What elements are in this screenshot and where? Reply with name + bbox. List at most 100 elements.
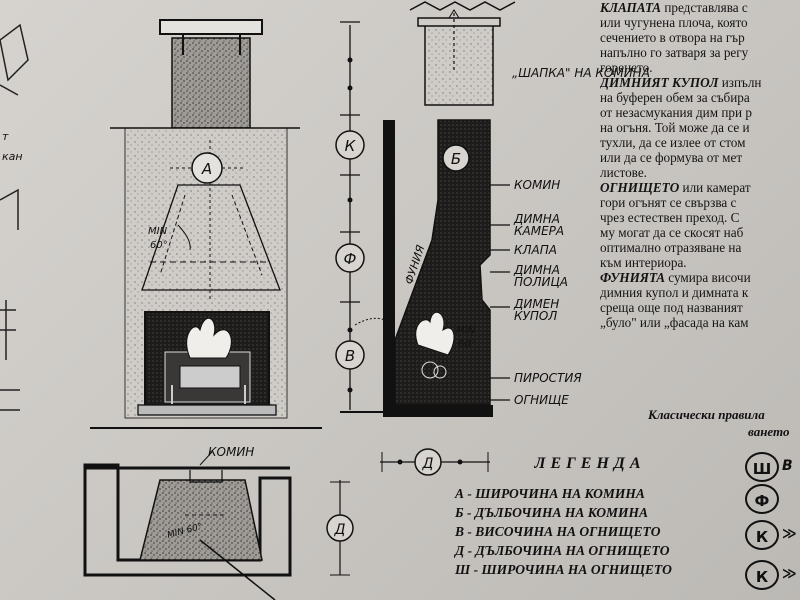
margin-letter: кан	[2, 150, 23, 163]
term-heading: КЛАПАТА	[600, 0, 662, 15]
legend-item: Б - ДЪЛБОЧИНА НА КОМИНА	[455, 505, 745, 524]
dimension-circle-f	[335, 243, 365, 273]
classic-line-2: ването	[748, 424, 790, 439]
label-firedog: ПИРОСТИЯ	[514, 371, 582, 385]
body-text-line: „було" или „фасада на кам	[600, 315, 800, 330]
body-text: сумира височи	[665, 270, 751, 285]
dimension-letter-a: А	[201, 160, 212, 178]
body-text-line: или чугунена плоча, която	[600, 15, 800, 30]
label-smoke-dome: ДИМЕН КУПОЛ	[514, 297, 560, 323]
chimney-cap-label: „ШАПКА" НА КОМИНА	[512, 66, 650, 80]
legend-item: Д - ДЪЛБОЧИНА НА ОГНИЩЕТО	[455, 543, 745, 562]
classic-rules-heading: Класически правила ването	[648, 406, 800, 440]
symbol-circle: К	[745, 560, 779, 590]
legend-item: В - ВИСОЧИНА НА ОГНИЩЕТО	[455, 524, 745, 543]
body-text: листове.	[600, 165, 647, 180]
dimension-circle-k	[335, 130, 365, 160]
dimension-letter-d: Д	[334, 522, 346, 538]
legend-key: Б	[455, 505, 464, 520]
plan-label-chimney: КОМИН	[208, 445, 255, 459]
legend-item: Ш - ШИРОЧИНА НА ОГНИЩЕТО	[455, 562, 745, 581]
body-text: среща още под названият	[600, 300, 743, 315]
label-smoke-chamber: ДИМНА КАМЕРА	[514, 212, 565, 238]
body-text: на огъня. Той може да се и	[600, 120, 750, 135]
body-text-line: тухли, да се излее от стом	[600, 135, 800, 150]
symbol-circle: Ф	[745, 484, 779, 514]
body-text: на буферен обем за събира	[600, 90, 750, 105]
body-text-line: на огъня. Той може да се и	[600, 120, 800, 135]
legend-item: А - ШИРОЧИНА НА КОМИНА	[455, 486, 745, 505]
dimension-letter-v: В	[345, 347, 355, 365]
legend-key: Д	[455, 543, 465, 558]
body-text-line: ДИМНИЯТ КУПОЛ изпълн	[600, 75, 800, 90]
body-text: тухли, да се излее от стом	[600, 135, 746, 150]
body-text: „було" или „фасада на кам	[600, 315, 749, 330]
body-text-line: гори огънят се свързва с	[600, 195, 800, 210]
side-section	[340, 1, 516, 417]
body-text-line: напълно го затваря за регу	[600, 45, 800, 60]
legend-text: - ДЪЛБОЧИНА НА КОМИНА	[463, 505, 649, 520]
term-heading: ФУНИЯТА	[600, 270, 665, 285]
front-elevation	[90, 19, 322, 429]
legend-text: - ВИСОЧИНА НА ОГНИЩЕТО	[464, 524, 661, 539]
body-text-line: горенето.	[600, 60, 800, 75]
legend-key: В	[455, 524, 465, 539]
body-text: напълно го затваря за регу	[600, 45, 749, 60]
body-text: гори огънят се свързва с	[600, 195, 737, 210]
body-text: или камерат	[679, 180, 751, 195]
dimension-letter-f: Ф	[344, 250, 357, 268]
symbol-circle: Ш	[745, 452, 779, 482]
body-text: към интериора.	[600, 255, 687, 270]
body-text: от незасмукания дим при р	[600, 105, 752, 120]
body-text: представлява с	[661, 0, 748, 15]
body-text-line: оптимално отразяване на	[600, 240, 800, 255]
legend-text: - ШИРОЧИНА НА КОМИНА	[464, 486, 645, 501]
body-text-line: на буферен обем за събира	[600, 90, 800, 105]
label-damper: КЛАПА	[514, 243, 557, 257]
dimension-letter-d-side: Д	[422, 456, 434, 472]
body-text-line: среща още под названият	[600, 300, 800, 315]
body-text-line: от незасмукания дим при р	[600, 105, 800, 120]
term-heading: ОГНИЩЕТО	[600, 180, 680, 195]
body-text: димния купол и димната к	[600, 285, 749, 300]
label-chimney: КОМИН	[514, 178, 561, 192]
left-margin-fragment	[0, 23, 29, 411]
term-heading: ДИМНИЯТ КУПОЛ	[600, 75, 719, 90]
body-text: горенето.	[600, 60, 653, 75]
body-text: чрез естествен преход. С	[600, 210, 740, 225]
body-text-line: чрез естествен преход. С	[600, 210, 800, 225]
body-text: изпълн	[718, 75, 762, 90]
body-text: или чугунена плоча, която	[600, 15, 748, 30]
legend-text: - ШИРОЧИНА НА ОГНИЩЕТО	[470, 562, 672, 577]
body-text-line: ОГНИЩЕТО или камерат	[600, 180, 800, 195]
label-hearth: ОГНИЩЕ	[514, 393, 569, 407]
body-text-line: КЛАПАТА представлява с	[600, 0, 800, 15]
body-text-line: листове.	[600, 165, 800, 180]
body-text-line: му могат да се скосят наб	[600, 225, 800, 240]
margin-letter: т	[2, 130, 9, 143]
body-text: оптимално отразяване на	[600, 240, 742, 255]
legend-key: А	[455, 486, 465, 501]
body-text-line: към интериора.	[600, 255, 800, 270]
body-text: сечението в отвора на гър	[600, 30, 745, 45]
symbol-circle: К	[745, 520, 779, 550]
body-text-line: сечението в отвора на гър	[600, 30, 800, 45]
plan-view	[83, 448, 490, 600]
classic-line-1: Класически правила	[648, 407, 765, 422]
symbol-suffix: ≫	[782, 526, 797, 542]
body-text-line: ФУНИЯТА сумира височи	[600, 270, 800, 285]
body-text: му могат да се скосят наб	[600, 225, 744, 240]
symbol-suffix: ≫	[782, 566, 797, 582]
legend-title: ЛЕГЕНДА	[534, 455, 646, 472]
body-text: или да се формува от мет	[600, 150, 743, 165]
dimension-circle-v	[335, 340, 365, 370]
body-text-line: или да се формува от мет	[600, 150, 800, 165]
dimension-letter-b: Б	[451, 150, 461, 168]
label-smoke-shelf: ДИМНА ПОЛИЦА	[514, 263, 568, 289]
